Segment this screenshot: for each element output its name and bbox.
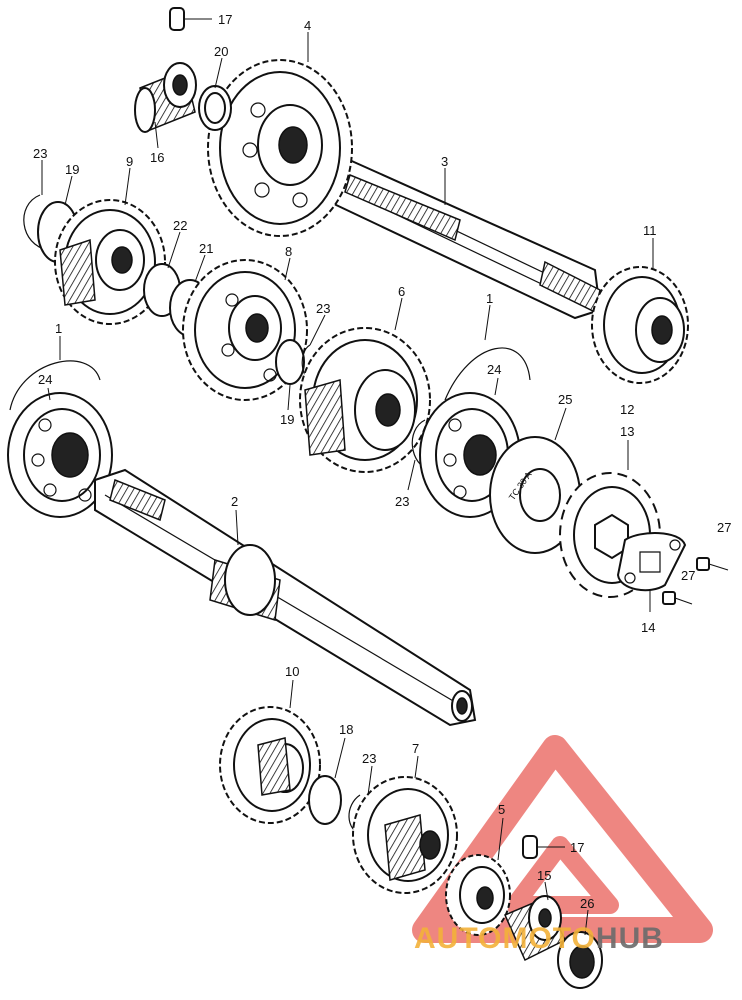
washer-19-middle bbox=[275, 339, 305, 385]
callout-3: 3 bbox=[441, 154, 448, 169]
countershaft-3 bbox=[314, 156, 602, 320]
gear-5 bbox=[445, 854, 511, 936]
callout-21: 21 bbox=[199, 241, 213, 256]
gear-9 bbox=[54, 199, 166, 325]
callout-17-bottom: 17 bbox=[570, 840, 584, 855]
callout-20: 20 bbox=[214, 44, 228, 59]
watermark-text: AUTOMOTOHUB bbox=[414, 922, 664, 955]
callout-23-middle: 23 bbox=[316, 301, 330, 316]
set-ring-1-left bbox=[9, 360, 101, 411]
callout-19-upper: 19 bbox=[65, 162, 79, 177]
watermark-automoto: AUTOMOTOHUB bbox=[414, 922, 664, 955]
mainshaft-2 bbox=[94, 468, 477, 727]
callout-4: 4 bbox=[304, 18, 311, 33]
gear-11 bbox=[591, 266, 689, 384]
callout-24-right: 24 bbox=[487, 362, 501, 377]
callout-5: 5 bbox=[498, 802, 505, 817]
callout-7: 7 bbox=[412, 741, 419, 756]
leader-lines bbox=[41, 18, 654, 936]
callout-13: 13 bbox=[620, 424, 634, 439]
callout-15: 15 bbox=[537, 868, 551, 883]
callout-23-upper: 23 bbox=[33, 146, 47, 161]
bearing-24-left bbox=[7, 392, 113, 518]
callout-8: 8 bbox=[285, 244, 292, 259]
callout-6: 6 bbox=[398, 284, 405, 299]
gear-10 bbox=[219, 706, 321, 824]
callout-23-bottom: 23 bbox=[362, 751, 376, 766]
callout-16: 16 bbox=[150, 150, 164, 165]
fixing-plate-14 bbox=[616, 532, 687, 592]
dowel-pin-17-bottom bbox=[522, 835, 538, 859]
callout-26: 26 bbox=[580, 896, 594, 911]
callout-9: 9 bbox=[126, 154, 133, 169]
cap-26 bbox=[557, 931, 603, 989]
callout-18: 18 bbox=[339, 722, 353, 737]
callout-17-top: 17 bbox=[218, 12, 232, 27]
watermark-triangle-logo bbox=[412, 735, 713, 943]
washer-20 bbox=[198, 85, 232, 131]
callout-25: 25 bbox=[558, 392, 572, 407]
callout-10: 10 bbox=[285, 664, 299, 679]
callout-27-lower: 27 bbox=[681, 568, 695, 583]
callout-23-lower: 23 bbox=[395, 494, 409, 509]
callout-22: 22 bbox=[173, 218, 187, 233]
oil-seal-25: TC 30 A bbox=[489, 436, 581, 554]
collar-15 bbox=[504, 895, 566, 962]
gear-4 bbox=[207, 59, 353, 237]
bolt-27-lower bbox=[662, 591, 693, 605]
callout-labels: 17 20 4 16 3 23 19 9 22 21 8 23 6 1 11 1… bbox=[33, 12, 731, 911]
set-ring-1-right bbox=[444, 347, 531, 401]
gear-7 bbox=[352, 776, 458, 894]
callout-1-left: 1 bbox=[55, 321, 62, 336]
bolt-27-upper bbox=[696, 557, 729, 571]
circlip-18 bbox=[308, 775, 342, 825]
callout-11: 11 bbox=[643, 223, 657, 238]
callout-24-left: 24 bbox=[38, 372, 52, 387]
callout-27-upper: 27 bbox=[717, 520, 731, 535]
callout-19-middle: 19 bbox=[280, 412, 294, 427]
callout-2: 2 bbox=[231, 494, 238, 509]
collar-16 bbox=[134, 62, 197, 133]
callout-1-right: 1 bbox=[486, 291, 493, 306]
callout-14: 14 bbox=[641, 620, 655, 635]
callout-12: 12 bbox=[620, 402, 634, 417]
dowel-pin-17-top bbox=[169, 7, 185, 31]
gear-6 bbox=[299, 327, 431, 473]
